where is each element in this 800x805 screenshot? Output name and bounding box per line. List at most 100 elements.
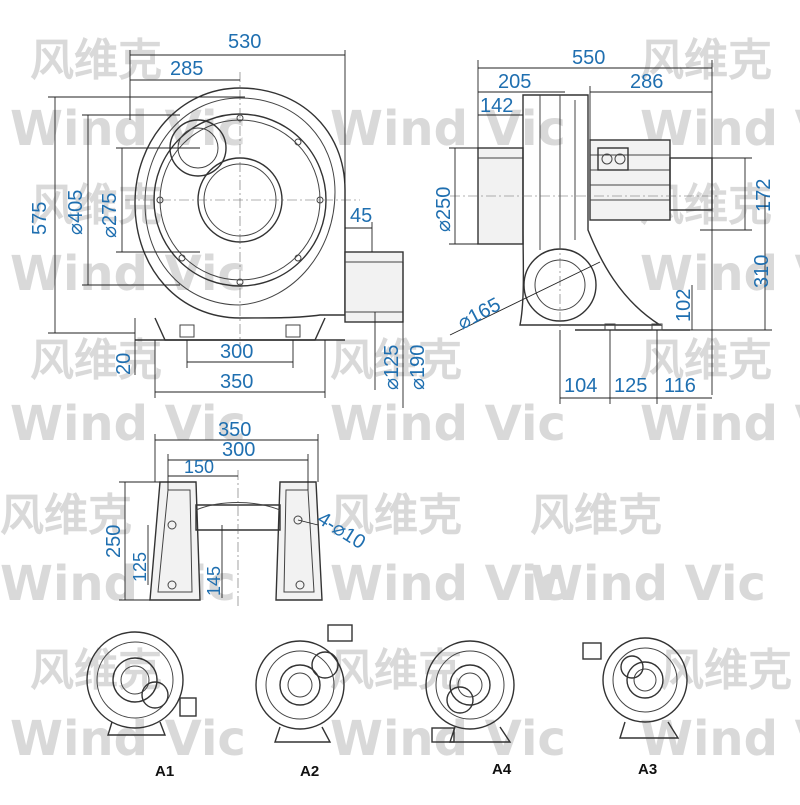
watermark-cn: 风维克 <box>330 490 462 541</box>
orientation-a3: A3 <box>582 637 688 778</box>
dim-inlet-dia: ⌀250 <box>433 187 455 232</box>
dim-base-width-half: 150 <box>184 457 214 477</box>
watermark-en: Wind Vic <box>0 556 236 612</box>
bolt <box>294 138 302 146</box>
orient-inlet <box>279 664 321 706</box>
orient-inlet <box>449 664 491 706</box>
dim-side-width-b: 142 <box>480 95 513 117</box>
terminal-screw <box>614 153 626 165</box>
watermark-cn: 风维克 <box>530 490 662 541</box>
base-slot <box>179 324 195 338</box>
orient-base <box>274 726 332 743</box>
dim-base-width-holes: 300 <box>222 439 255 461</box>
orient-ring <box>265 650 335 720</box>
orient-inlet-inner <box>633 668 657 692</box>
mount-hole <box>293 515 303 525</box>
watermark-cn: 风维克 <box>640 35 772 86</box>
dim-base-b: 125 <box>614 375 647 397</box>
mount-hole <box>167 520 177 530</box>
watermark-cn: 风维克 <box>660 645 792 696</box>
watermark-en: Wind Vic <box>10 396 246 452</box>
front-view: 530 285 575 ⌀405 ⌀275 45 20 300 3 <box>29 31 429 408</box>
leader-line <box>297 519 319 526</box>
orientation-label: A4 <box>492 761 512 778</box>
watermark-cn: 风维克 <box>30 180 162 231</box>
dim-center-height: 310 <box>751 255 773 288</box>
watermark-en: Wind Vic <box>330 101 566 157</box>
dim-base-depth: 250 <box>103 525 125 558</box>
dim-motor-height: 172 <box>753 179 775 212</box>
dim-outlet-outer-dia: ⌀190 <box>407 345 429 390</box>
watermark-en: Wind Vic <box>10 101 246 157</box>
orientation-a1: A1 <box>86 631 197 780</box>
watermark-en: Wind Vic <box>330 396 566 452</box>
orient-inlet <box>626 661 664 699</box>
watermark-en: Wind Vic <box>10 246 246 302</box>
base-bridge <box>195 504 281 531</box>
side-housing <box>519 94 663 326</box>
motor-body <box>589 139 671 221</box>
orientation-label: A1 <box>155 763 174 780</box>
dim-base-depth-half: 125 <box>130 552 150 582</box>
volute-casing <box>134 87 346 319</box>
base-bridge-curve <box>195 502 281 511</box>
watermark-layer: 风维克 风维克 Wind Vic Wind Vic Wind Vic 风维克 风… <box>0 35 800 767</box>
outlet-flange <box>344 251 404 323</box>
orientation-a2: A2 <box>255 624 353 780</box>
dim-base-c: 116 <box>664 375 696 397</box>
orient-ring <box>612 647 678 713</box>
orient-base <box>107 721 167 736</box>
bolt <box>178 254 186 262</box>
orient-casing <box>255 640 345 730</box>
dim-base-height: 20 <box>113 353 135 375</box>
base-foot-right <box>275 481 323 601</box>
orient-boss <box>311 651 339 679</box>
dim-outlet-inner-dia: ⌀125 <box>381 345 403 390</box>
orient-inlet <box>112 657 158 703</box>
orient-outlet <box>582 642 602 660</box>
watermark-en: Wind Vic <box>640 396 800 452</box>
dim-base-hole-span: 300 <box>220 341 253 363</box>
watermark-cn: 风维克 <box>330 645 462 696</box>
watermark-en: Wind Vic <box>640 246 800 302</box>
base-foot-right-inner <box>283 489 315 593</box>
dim-base-width: 350 <box>220 371 253 393</box>
orientation-label: A2 <box>300 763 319 780</box>
orient-inlet-inner <box>287 672 313 698</box>
orient-base <box>619 721 680 739</box>
orient-boss <box>446 686 474 714</box>
watermark-cn: 风维克 <box>30 335 162 386</box>
watermark-cn: 风维克 <box>30 35 162 86</box>
watermark-en: Wind Vic <box>330 711 566 767</box>
terminal-box <box>597 147 629 171</box>
dim-base-width-outer: 350 <box>218 419 251 441</box>
orient-outlet <box>179 697 197 717</box>
leader-line <box>449 261 601 336</box>
dim-outlet-center: 102 <box>673 289 695 322</box>
dim-width-half: 285 <box>170 58 203 80</box>
volute-inner-line <box>144 97 336 306</box>
orient-inlet-inner <box>120 665 150 695</box>
orient-casing <box>425 640 515 730</box>
base-foot-left-inner <box>157 489 193 593</box>
dim-outlet-length: 45 <box>350 205 372 227</box>
dim-side-width-total: 550 <box>572 47 605 69</box>
watermark-cn: 风维克 <box>330 335 462 386</box>
orient-outlet <box>431 727 455 743</box>
dim-casing-dia: ⌀405 <box>65 190 87 235</box>
orient-casing <box>602 637 688 723</box>
dim-height-total: 575 <box>29 202 51 235</box>
orientation-label: A3 <box>638 761 657 778</box>
mount-hole <box>295 580 305 590</box>
dim-inner-dia: ⌀275 <box>99 193 121 238</box>
watermark-en: Wind Vic <box>10 711 246 767</box>
dim-side-outlet-dia: ⌀165 <box>454 294 504 335</box>
orient-base <box>449 726 512 743</box>
orient-casing <box>86 631 184 729</box>
base-slot <box>285 324 301 338</box>
base-foot-left <box>149 481 201 601</box>
orient-ring <box>435 650 505 720</box>
orient-ring <box>96 641 174 719</box>
